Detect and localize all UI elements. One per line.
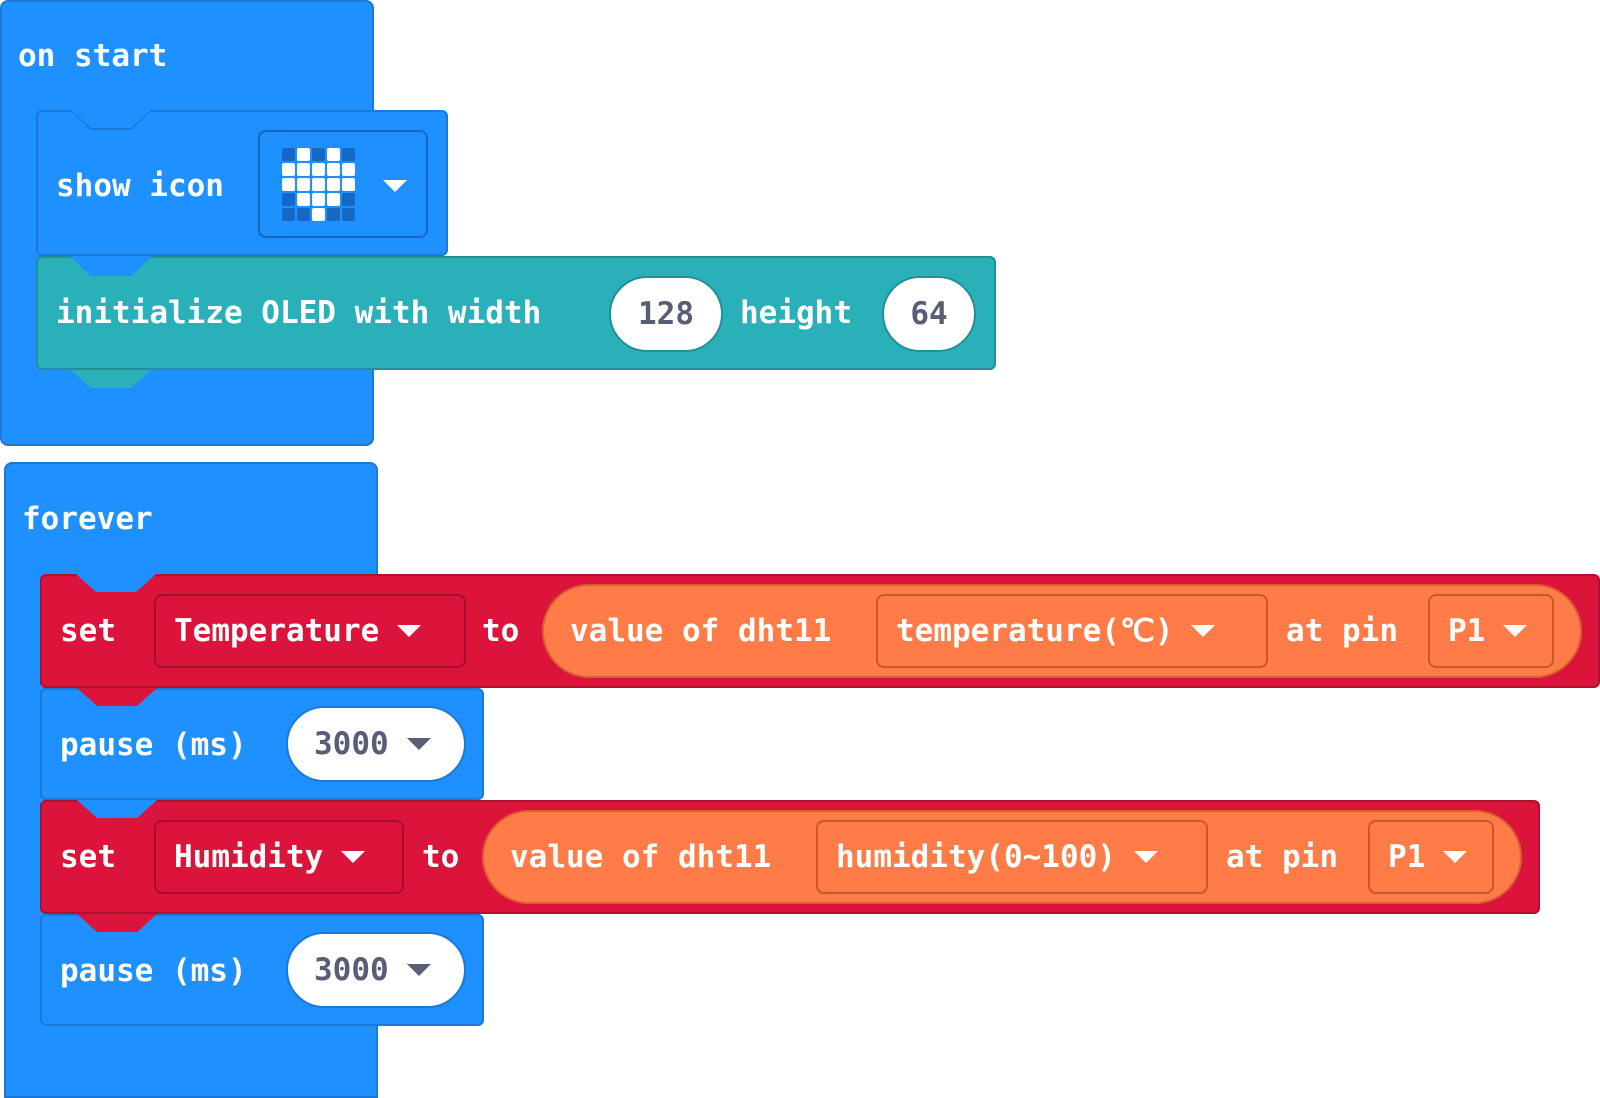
chevron-down-icon [383, 180, 407, 192]
pause-1-label: pause (ms) [60, 727, 247, 763]
icon-dropdown[interactable] [258, 130, 428, 238]
oled-width-input[interactable]: 128 [609, 276, 723, 352]
humidity-pin-value: P1 [1388, 839, 1426, 875]
dht11-temperature-value-label: value of dht11 [570, 613, 832, 649]
chevron-down-icon [341, 851, 366, 863]
pause-1-duration-value: 3000 [314, 726, 389, 762]
temperature-pin-dropdown[interactable]: P1 [1428, 594, 1554, 668]
set-temperature-set-label: set [60, 613, 116, 649]
initialize-oled-block[interactable] [36, 256, 996, 370]
chevron-down-icon [397, 625, 422, 637]
pause-2-label: pause (ms) [60, 953, 247, 989]
temperature-pin-label: at pin [1286, 613, 1398, 649]
temperature-variable-label: Temperature [174, 613, 380, 649]
chevron-down-icon [1503, 625, 1528, 637]
chevron-down-icon [1191, 625, 1216, 637]
humidity-variable-label: Humidity [174, 839, 324, 875]
chevron-down-icon [406, 964, 431, 976]
pause-2-duration-dropdown[interactable]: 3000 [286, 932, 466, 1008]
oled-height-input[interactable]: 64 [882, 276, 976, 352]
temperature-pin-value: P1 [1448, 613, 1486, 649]
humidity-reading-dropdown[interactable]: humidity(0~100) [816, 820, 1208, 894]
humidity-reading-label: humidity(0~100) [836, 839, 1116, 875]
show-icon-label: show icon [56, 168, 224, 204]
humidity-pin-dropdown[interactable]: P1 [1368, 820, 1494, 894]
temperature-variable-dropdown[interactable]: Temperature [154, 594, 466, 668]
humidity-pin-label: at pin [1226, 839, 1338, 875]
temperature-reading-label: temperature(℃) [896, 613, 1174, 649]
set-humidity-set-label: set [60, 839, 116, 875]
chevron-down-icon [1133, 851, 1158, 863]
pause-2-duration-value: 3000 [314, 952, 389, 988]
oled-height-label: height [740, 295, 852, 331]
forever-label: forever [22, 501, 153, 537]
pause-1-duration-dropdown[interactable]: 3000 [286, 706, 466, 782]
set-temperature-to-label: to [482, 613, 520, 649]
chevron-down-icon [1443, 851, 1468, 863]
humidity-variable-dropdown[interactable]: Humidity [154, 820, 404, 894]
temperature-reading-dropdown[interactable]: temperature(℃) [876, 594, 1268, 668]
dht11-humidity-value-label: value of dht11 [510, 839, 772, 875]
chevron-down-icon [406, 738, 431, 750]
heart-icon [282, 148, 355, 221]
on-start-label: on start [18, 38, 168, 74]
set-humidity-to-label: to [422, 839, 460, 875]
oled-label: initialize OLED with width [56, 295, 542, 331]
